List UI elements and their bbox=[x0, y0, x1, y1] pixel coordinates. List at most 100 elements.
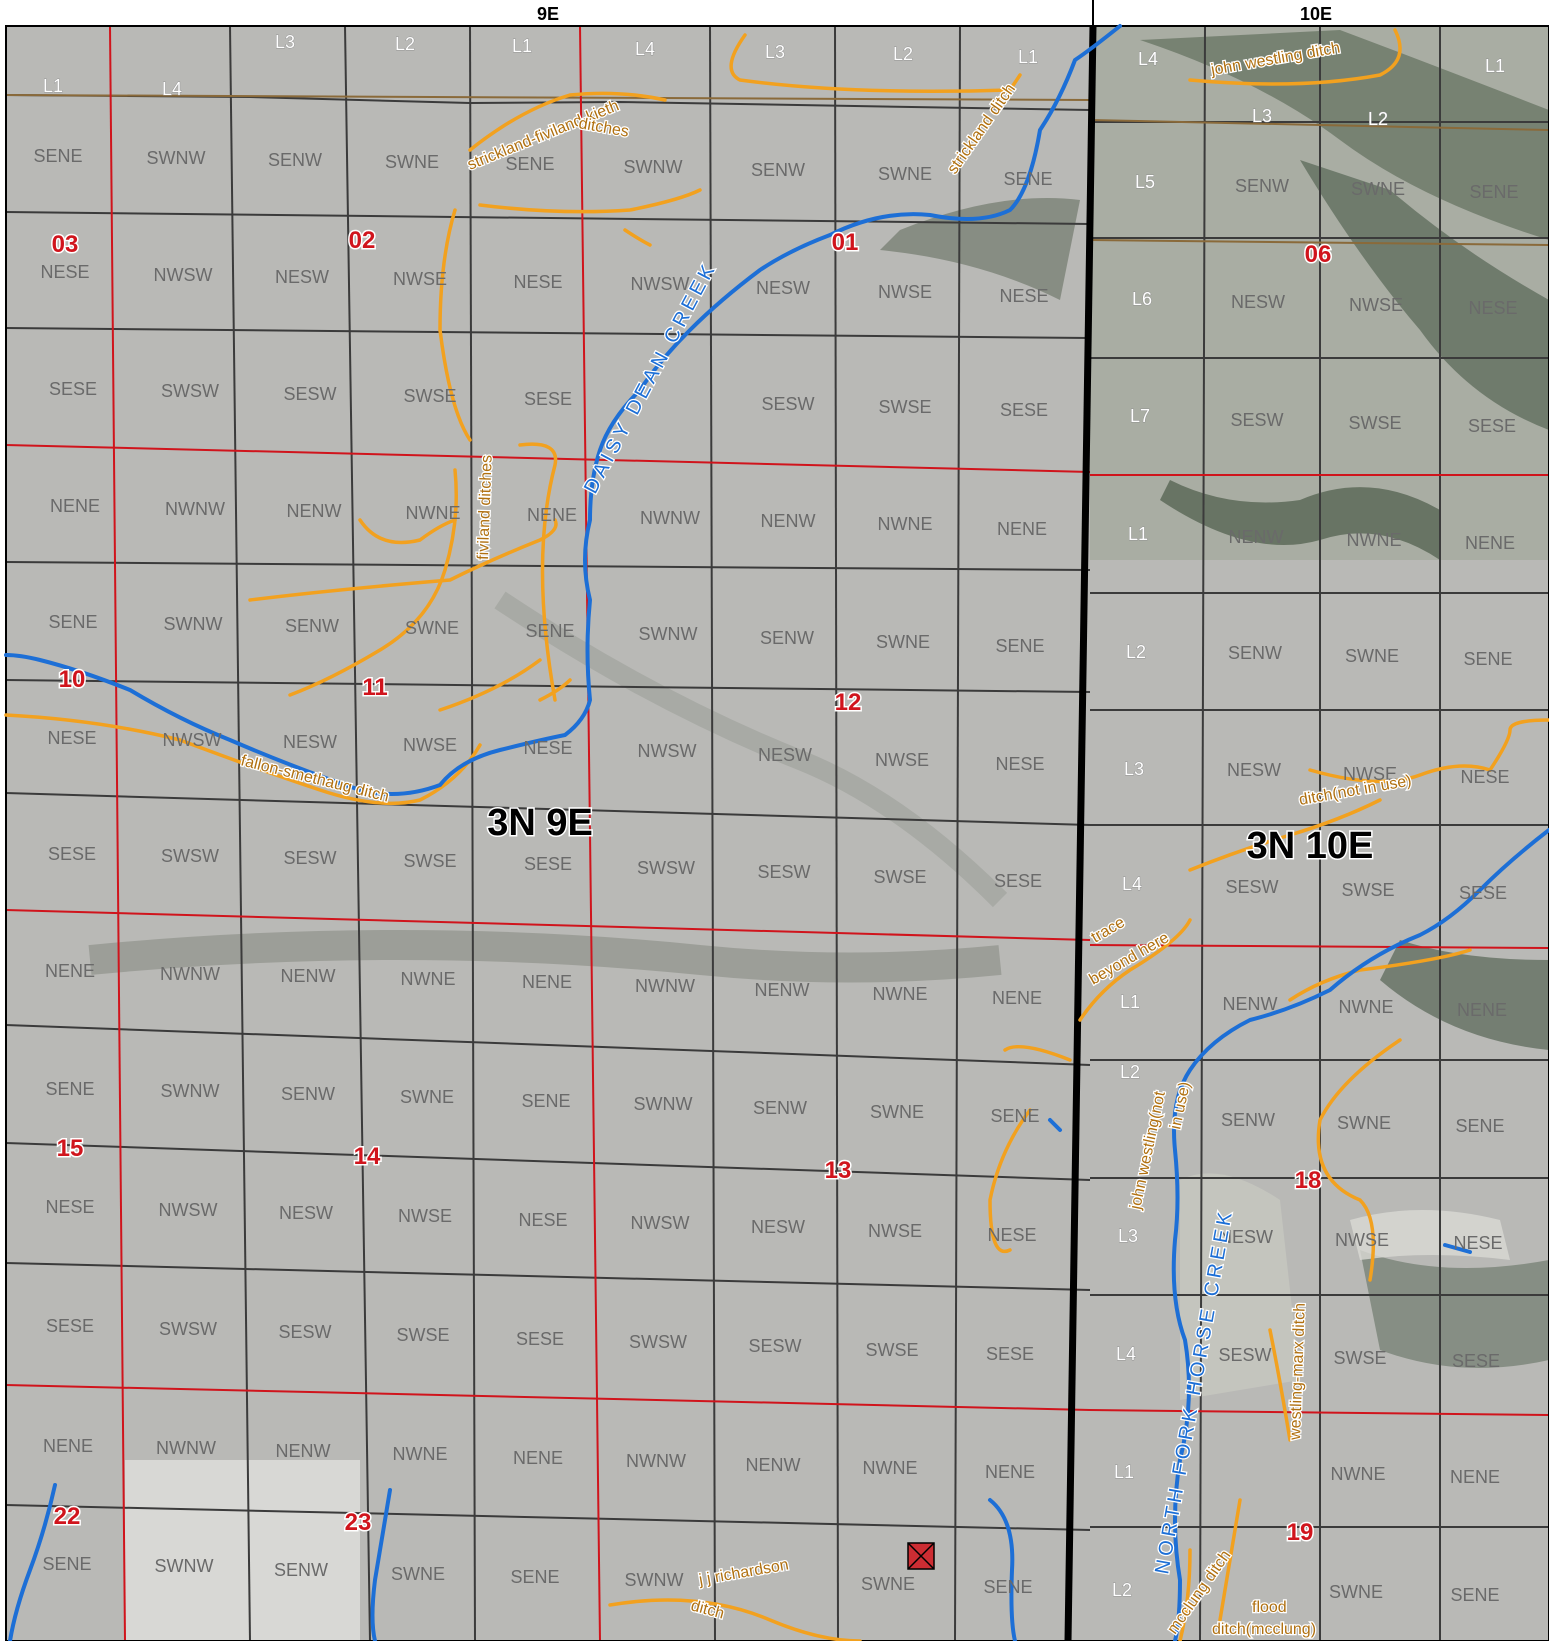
qq-label: NESE bbox=[518, 1210, 567, 1230]
section-number: 15 bbox=[57, 1135, 84, 1162]
qq-label: NENE bbox=[522, 972, 572, 992]
qq-label: NWNW bbox=[626, 1451, 686, 1471]
qq-row: NESE NWSW NESW NWSE NESE NWSW NESW NWSE … bbox=[40, 262, 1048, 306]
qq-row: SENW SWNE SENE bbox=[1235, 176, 1519, 202]
ditch-label: fiviland ditches bbox=[475, 455, 496, 560]
qq-label: SENW bbox=[1235, 176, 1289, 196]
qq-label: NWNE bbox=[878, 514, 933, 534]
qq-label: NWSW bbox=[159, 1200, 218, 1220]
qq-label: NWNW bbox=[165, 499, 225, 519]
qq-label: SWNE bbox=[861, 1574, 915, 1594]
range-label-right: 10E bbox=[1300, 4, 1332, 24]
section-number: 18 bbox=[1295, 1167, 1322, 1194]
qq-label: SESE bbox=[986, 1344, 1034, 1364]
qq-label: NENW bbox=[1223, 994, 1278, 1014]
qq-row: NESW NWSE NESE bbox=[1227, 760, 1510, 787]
qq-label: NESE bbox=[1468, 298, 1517, 318]
section-lines bbox=[5, 25, 1549, 1641]
lot-label: L2 bbox=[893, 44, 913, 64]
qq-label: SWSE bbox=[865, 1340, 918, 1360]
section-numbers: 03 02 01 06 10 11 12 15 14 13 18 22 23 1… bbox=[50, 226, 1333, 1548]
qq-label: SWSE bbox=[1348, 413, 1401, 433]
section-number: 22 bbox=[54, 1503, 81, 1530]
qq-label: SWNW bbox=[634, 1094, 693, 1114]
lot-label: L1 bbox=[1485, 56, 1505, 76]
qq-label: SWNE bbox=[876, 632, 930, 652]
section-number: 11 bbox=[362, 674, 387, 701]
quarter-quarter-grid bbox=[5, 25, 1549, 1641]
map-header bbox=[0, 0, 1549, 26]
qq-label: SWSE bbox=[1333, 1348, 1386, 1368]
qq-label: NESE bbox=[40, 262, 89, 282]
qq-label: SENW bbox=[1228, 643, 1282, 663]
qq-label: SWSW bbox=[161, 381, 219, 401]
qq-label: SENW bbox=[1221, 1110, 1275, 1130]
qq-label: NENW bbox=[755, 980, 810, 1000]
qq-label: SESE bbox=[524, 389, 572, 409]
qq-label: NESE bbox=[987, 1225, 1036, 1245]
qq-label: NESE bbox=[47, 728, 96, 748]
qq-label: NWNE bbox=[863, 1458, 918, 1478]
lot-lines bbox=[5, 94, 1549, 246]
qq-label: NESW bbox=[1219, 1227, 1273, 1247]
qq-label: SESE bbox=[49, 379, 97, 399]
qq-label: NWSE bbox=[1335, 1230, 1389, 1250]
qq-label: NENE bbox=[1450, 1467, 1500, 1487]
qq-label: NWSW bbox=[631, 1213, 690, 1233]
qq-label: NENW bbox=[761, 511, 816, 531]
qq-label: SWNW bbox=[639, 624, 698, 644]
qq-row: SENW SWNE SENE bbox=[1228, 643, 1513, 669]
section-number: 10 bbox=[59, 666, 86, 693]
qq-label: NESW bbox=[283, 732, 337, 752]
qq-label: SENE bbox=[1455, 1116, 1504, 1136]
qq-labels-9e: SENE SWNW SENW SWNE SENE SWNW SENW SWNE … bbox=[33, 146, 1052, 1597]
qq-label: SESE bbox=[994, 871, 1042, 891]
qq-label: SESW bbox=[278, 1322, 331, 1342]
lot-label: L2 bbox=[1112, 1580, 1132, 1600]
qq-row: SENE SWNW SENW SWNE SENE SWNW SENW SWNE … bbox=[45, 1079, 1039, 1126]
qq-row: SESW SWSE SESE bbox=[1218, 1345, 1500, 1371]
qq-label: SWNE bbox=[870, 1102, 924, 1122]
qq-label: NESW bbox=[751, 1217, 805, 1237]
qq-label: NESE bbox=[1460, 767, 1509, 787]
qq-label: SESW bbox=[283, 384, 336, 404]
qq-label: SENE bbox=[525, 621, 574, 641]
qq-label: NESW bbox=[758, 745, 812, 765]
qq-label: SENW bbox=[268, 150, 322, 170]
qq-label: SESW bbox=[1218, 1345, 1271, 1365]
qq-label: NESE bbox=[45, 1197, 94, 1217]
qq-label: SWNW bbox=[147, 148, 206, 168]
qq-label: NESE bbox=[999, 286, 1048, 306]
qq-label: NESE bbox=[523, 738, 572, 758]
qq-label: SWSW bbox=[159, 1319, 217, 1339]
qq-label: SESE bbox=[1459, 883, 1507, 903]
qq-label: SESW bbox=[761, 394, 814, 414]
lot-label: L7 bbox=[1130, 406, 1150, 426]
qq-label: NWSW bbox=[638, 741, 697, 761]
section-number: 14 bbox=[354, 1143, 381, 1170]
qq-row: SESE SWSW SESW SWSE SESE SWSW SESW SWSE … bbox=[48, 844, 1042, 891]
qq-label: SENW bbox=[760, 628, 814, 648]
qq-label: SWNE bbox=[1337, 1113, 1391, 1133]
qq-label: SWNE bbox=[1345, 646, 1399, 666]
qq-label: NWNE bbox=[1331, 1464, 1386, 1484]
lot-label: L4 bbox=[1138, 49, 1158, 69]
qq-label: SWNW bbox=[161, 1081, 220, 1101]
lot-label: L2 bbox=[395, 34, 415, 54]
section-number: 03 bbox=[52, 231, 79, 258]
lot-label: L4 bbox=[635, 39, 655, 59]
qq-label: NESE bbox=[1453, 1233, 1502, 1253]
qq-label: NENE bbox=[50, 496, 100, 516]
qq-label: SWSE bbox=[878, 397, 931, 417]
qq-label: NWSE bbox=[868, 1221, 922, 1241]
lot-label: L4 bbox=[1122, 874, 1142, 894]
qq-label: SENW bbox=[285, 616, 339, 636]
qq-row: SENE SWNW SENW SWNE SENE SWNW SWNE SENE bbox=[42, 1554, 1032, 1597]
qq-label: NWNW bbox=[156, 1438, 216, 1458]
qq-label: SWNE bbox=[1351, 179, 1405, 199]
qq-label: SWNW bbox=[164, 614, 223, 634]
qq-label: NENW bbox=[1229, 527, 1284, 547]
qq-label: SESE bbox=[1000, 400, 1048, 420]
qq-row: NESE NWSW NESW NWSE NESE NWSW NESW NWSE … bbox=[47, 728, 1044, 774]
section-number: 19 bbox=[1287, 1519, 1314, 1546]
